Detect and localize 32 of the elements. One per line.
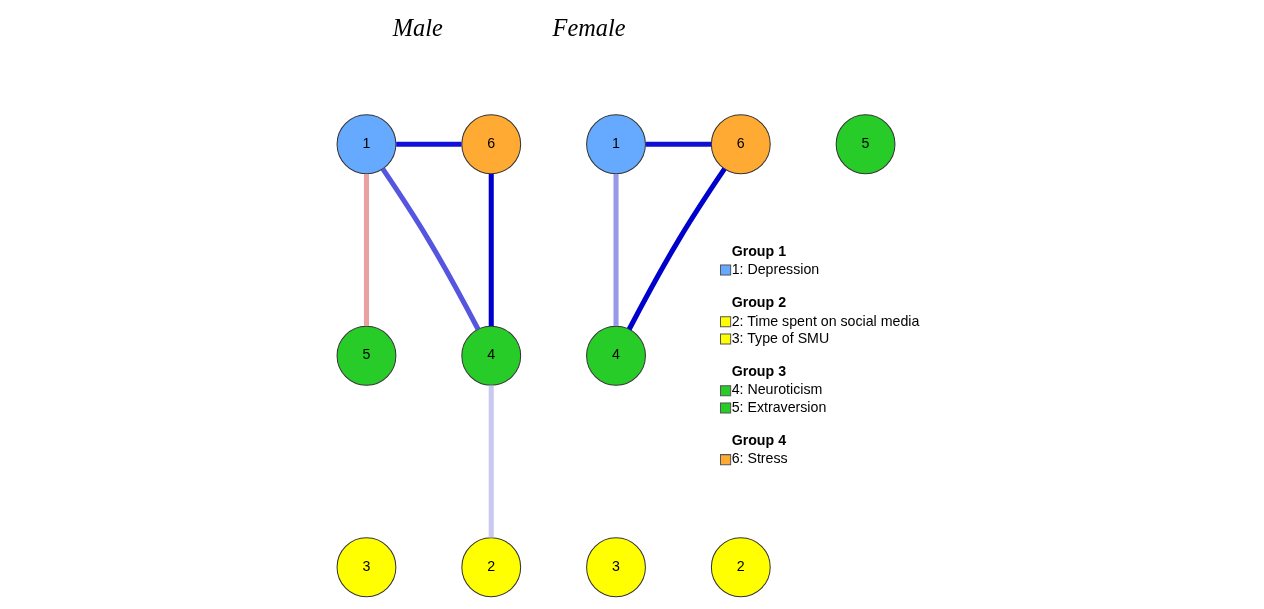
- label: Group 1: [731, 242, 786, 259]
- node-circle: 6: [460, 114, 521, 175]
- node-circle: 4: [460, 325, 521, 386]
- legend-label: 2: Time spent on social media: [731, 312, 919, 329]
- node-circle: 6: [710, 114, 771, 175]
- legend-label: 3: Type of SMU: [731, 329, 829, 346]
- connector: [395, 141, 462, 147]
- legend-label: 4: Neuroticism: [731, 381, 822, 398]
- node-circle: 5: [835, 114, 895, 175]
- label: Group 2: [731, 294, 786, 311]
- connector: [645, 141, 711, 147]
- connector: [613, 173, 619, 327]
- label: Female: [552, 13, 626, 41]
- legend-label: 1: Depression: [731, 260, 819, 277]
- connector: [626, 167, 727, 331]
- connector: [363, 173, 369, 327]
- connector: [488, 385, 494, 538]
- legend-label: 6: Stress: [731, 450, 788, 467]
- node-circle: 1: [585, 114, 646, 175]
- label: Group 3: [731, 363, 786, 380]
- node-circle: 4: [585, 325, 646, 386]
- label: Male: [392, 13, 443, 41]
- legend-label: 5: Extraversion: [731, 398, 826, 415]
- node-circle: 2: [710, 537, 771, 598]
- node-circle: 1: [336, 114, 396, 175]
- node-circle: 3: [585, 537, 646, 598]
- node-circle: 5: [336, 325, 396, 386]
- connector: [488, 173, 494, 327]
- connector: [380, 167, 480, 331]
- label: Group 4: [731, 432, 786, 449]
- node-circle: 2: [460, 537, 521, 598]
- node-circle: 3: [336, 537, 396, 598]
